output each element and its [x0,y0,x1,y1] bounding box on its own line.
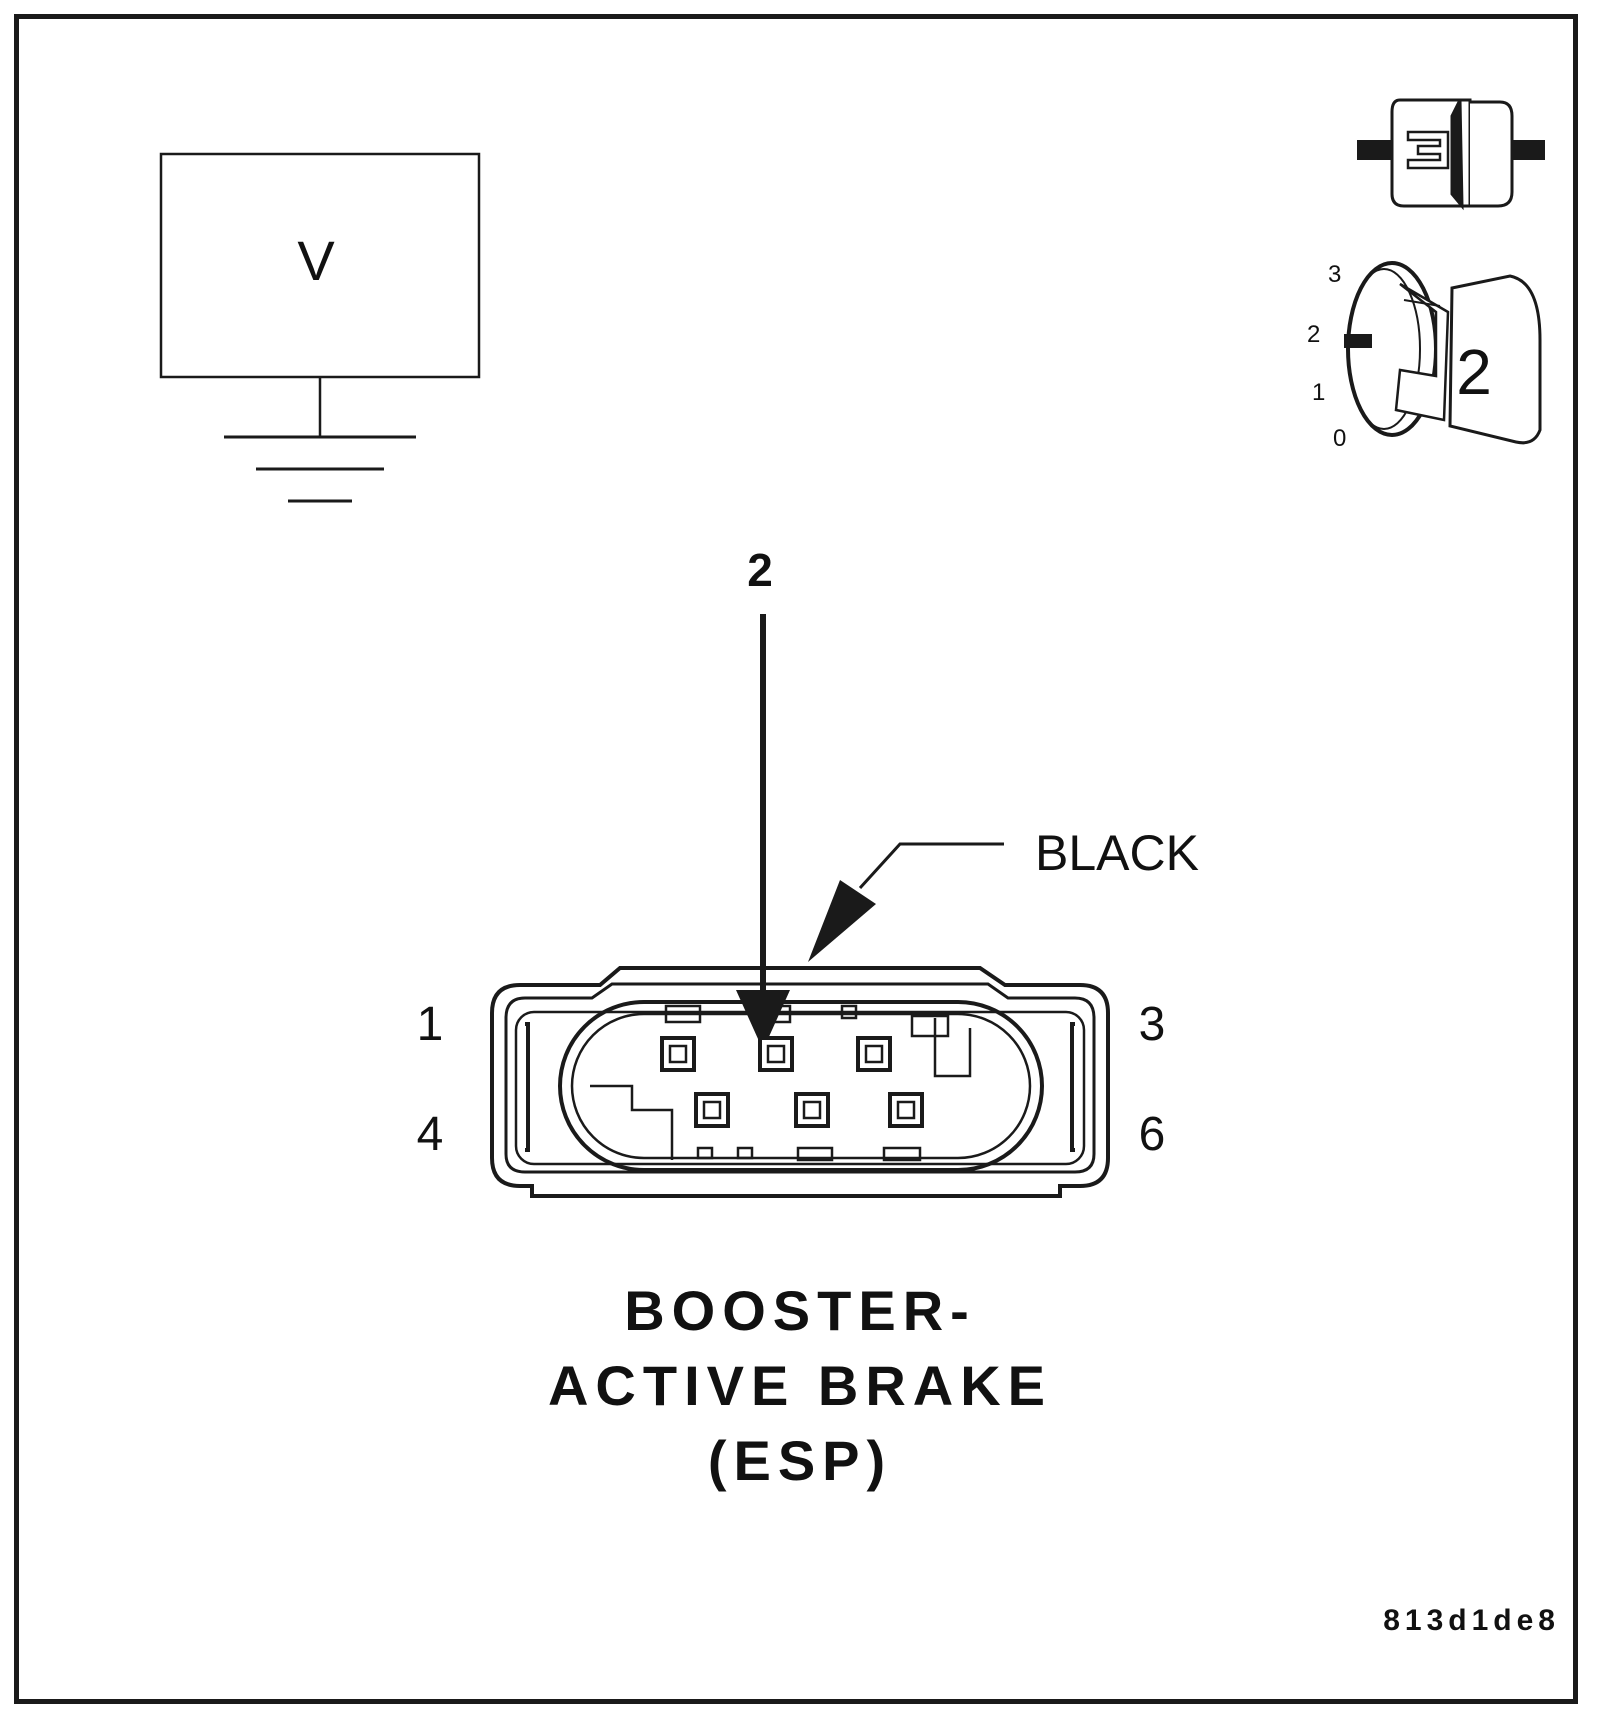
cavity-6 [888,1092,924,1128]
cavity-5 [794,1092,830,1128]
figure-frame [14,14,1578,1704]
connector-face [490,966,1110,1198]
ignition-position-2: 2 [1307,321,1320,348]
connector-cavities [660,1036,924,1128]
connector-color-label: BLACK [1035,825,1199,881]
voltmeter-symbol: V [297,229,335,292]
ignition-key-position: 2 [1456,336,1492,408]
ignition-key-icon [1344,261,1542,445]
color-leader-arrow [808,842,1004,962]
ignition-position-3: 3 [1328,261,1341,288]
cavity-3 [856,1036,892,1072]
probe-pin-label: 2 [747,544,773,596]
connector-oval [558,1000,1044,1172]
pin-label-3: 3 [1139,998,1166,1051]
disconnected-connector-icon [1357,98,1545,211]
pin-label-4: 4 [417,1108,444,1161]
ignition-position-0: 0 [1333,425,1346,452]
cavity-4 [694,1092,730,1128]
figure-id: 813d1de8 [1383,1604,1560,1637]
connector-title-line3: (ESP) [708,1429,892,1492]
pin-label-1: 1 [417,998,444,1051]
connector-title-line1: BOOSTER- [624,1279,976,1342]
connector-title-line2: ACTIVE BRAKE [548,1354,1052,1417]
pin-label-6: 6 [1139,1108,1166,1161]
cavity-1 [660,1036,696,1072]
voltmeter [159,152,481,503]
cavity-2 [758,1036,794,1072]
ignition-position-1: 1 [1312,379,1325,406]
